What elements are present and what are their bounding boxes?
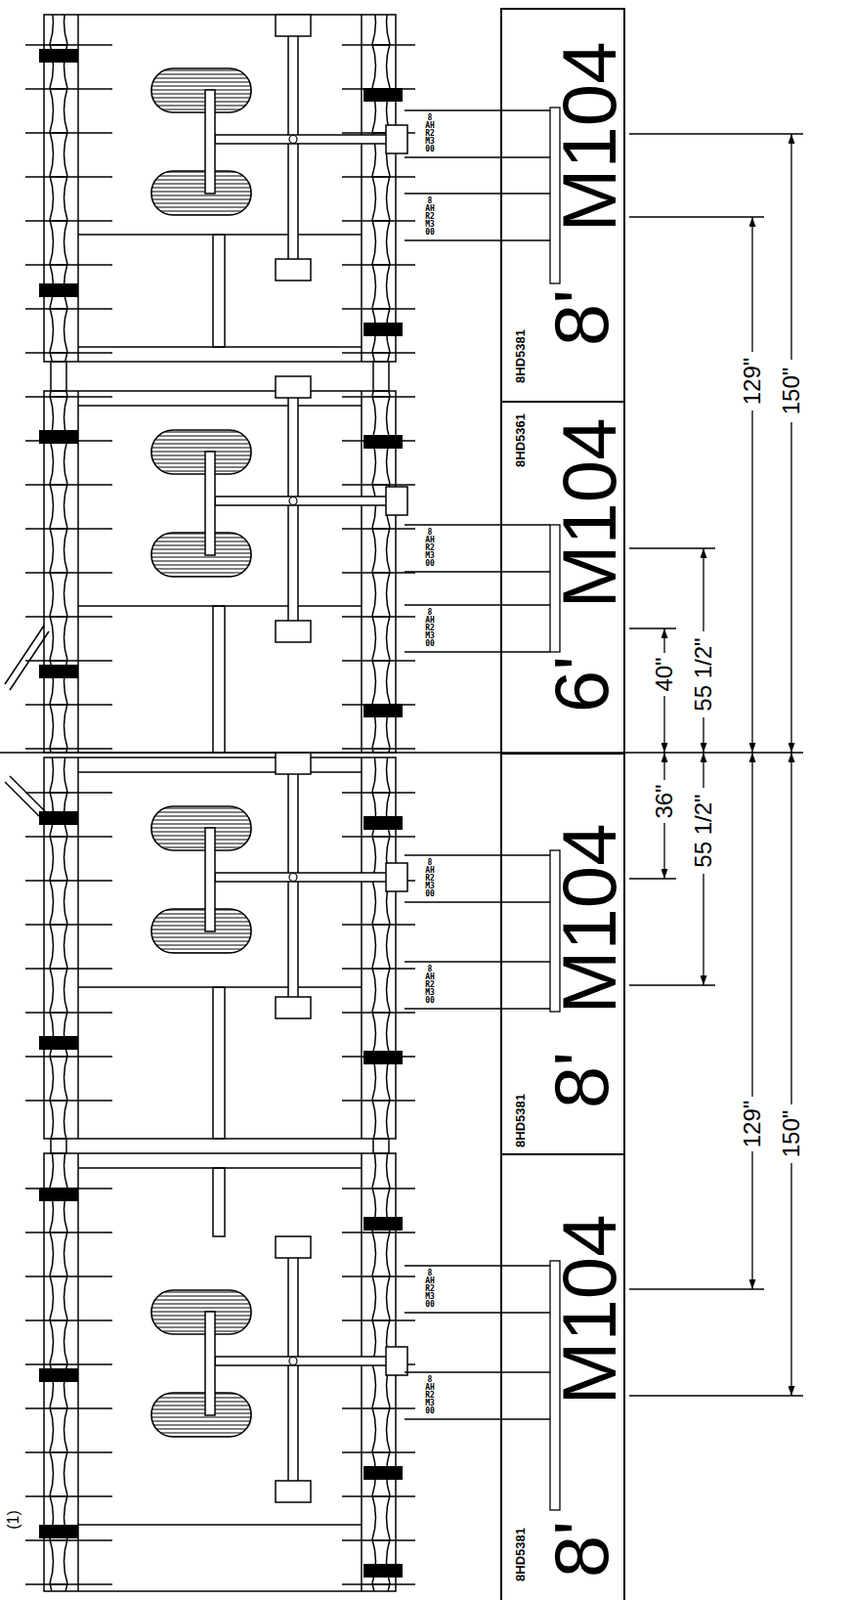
section-width: 8' — [543, 1520, 620, 1578]
basket-shafts — [46, 14, 393, 1591]
hitch-lines — [4, 625, 49, 821]
part-number: 8HD5361 — [513, 413, 527, 468]
model-number: M104 — [551, 41, 628, 232]
shank-label: 8 AH R2 M3 00 — [425, 965, 436, 1005]
shank-label: 8 AH R2 M3 00 — [425, 858, 436, 898]
section-width: 8' — [543, 1051, 620, 1109]
dimension: 36" — [652, 783, 677, 818]
part-number: 8HD5381 — [513, 1093, 527, 1148]
dimension: 150" — [779, 1109, 804, 1158]
shank-label: 8 AH R2 M3 00 — [425, 1375, 436, 1415]
model-number: M104 — [551, 417, 628, 608]
dimension-lines — [0, 133, 804, 1396]
section-width: 8' — [543, 289, 620, 346]
shank-label: 8 AH R2 M3 00 — [425, 1269, 436, 1309]
shanks — [404, 107, 560, 1510]
dimension: 129" — [740, 1100, 765, 1149]
model-number: M104 — [551, 822, 628, 1014]
model-number: M104 — [551, 1213, 628, 1405]
dimension: 55 1/2" — [691, 793, 716, 867]
part-number: 8HD5381 — [513, 329, 527, 384]
basket-tines — [25, 14, 416, 1591]
shank-label: 8 AH R2 M3 00 — [425, 197, 436, 237]
callout-number: (1) — [5, 1509, 22, 1530]
dimension: 129" — [740, 357, 765, 406]
section-width: 6' — [543, 655, 620, 713]
dimension: 150" — [779, 367, 804, 416]
shank-label: 8 AH R2 M3 00 — [425, 528, 436, 568]
shank-label: 8 AH R2 M3 00 — [425, 114, 436, 154]
dimension: 40" — [652, 656, 677, 691]
shank-label: 8 AH R2 M3 00 — [425, 608, 436, 648]
dimension: 55 1/2" — [691, 637, 716, 711]
part-number: 8HD5381 — [513, 1527, 527, 1581]
wheel-sets — [151, 14, 408, 1502]
